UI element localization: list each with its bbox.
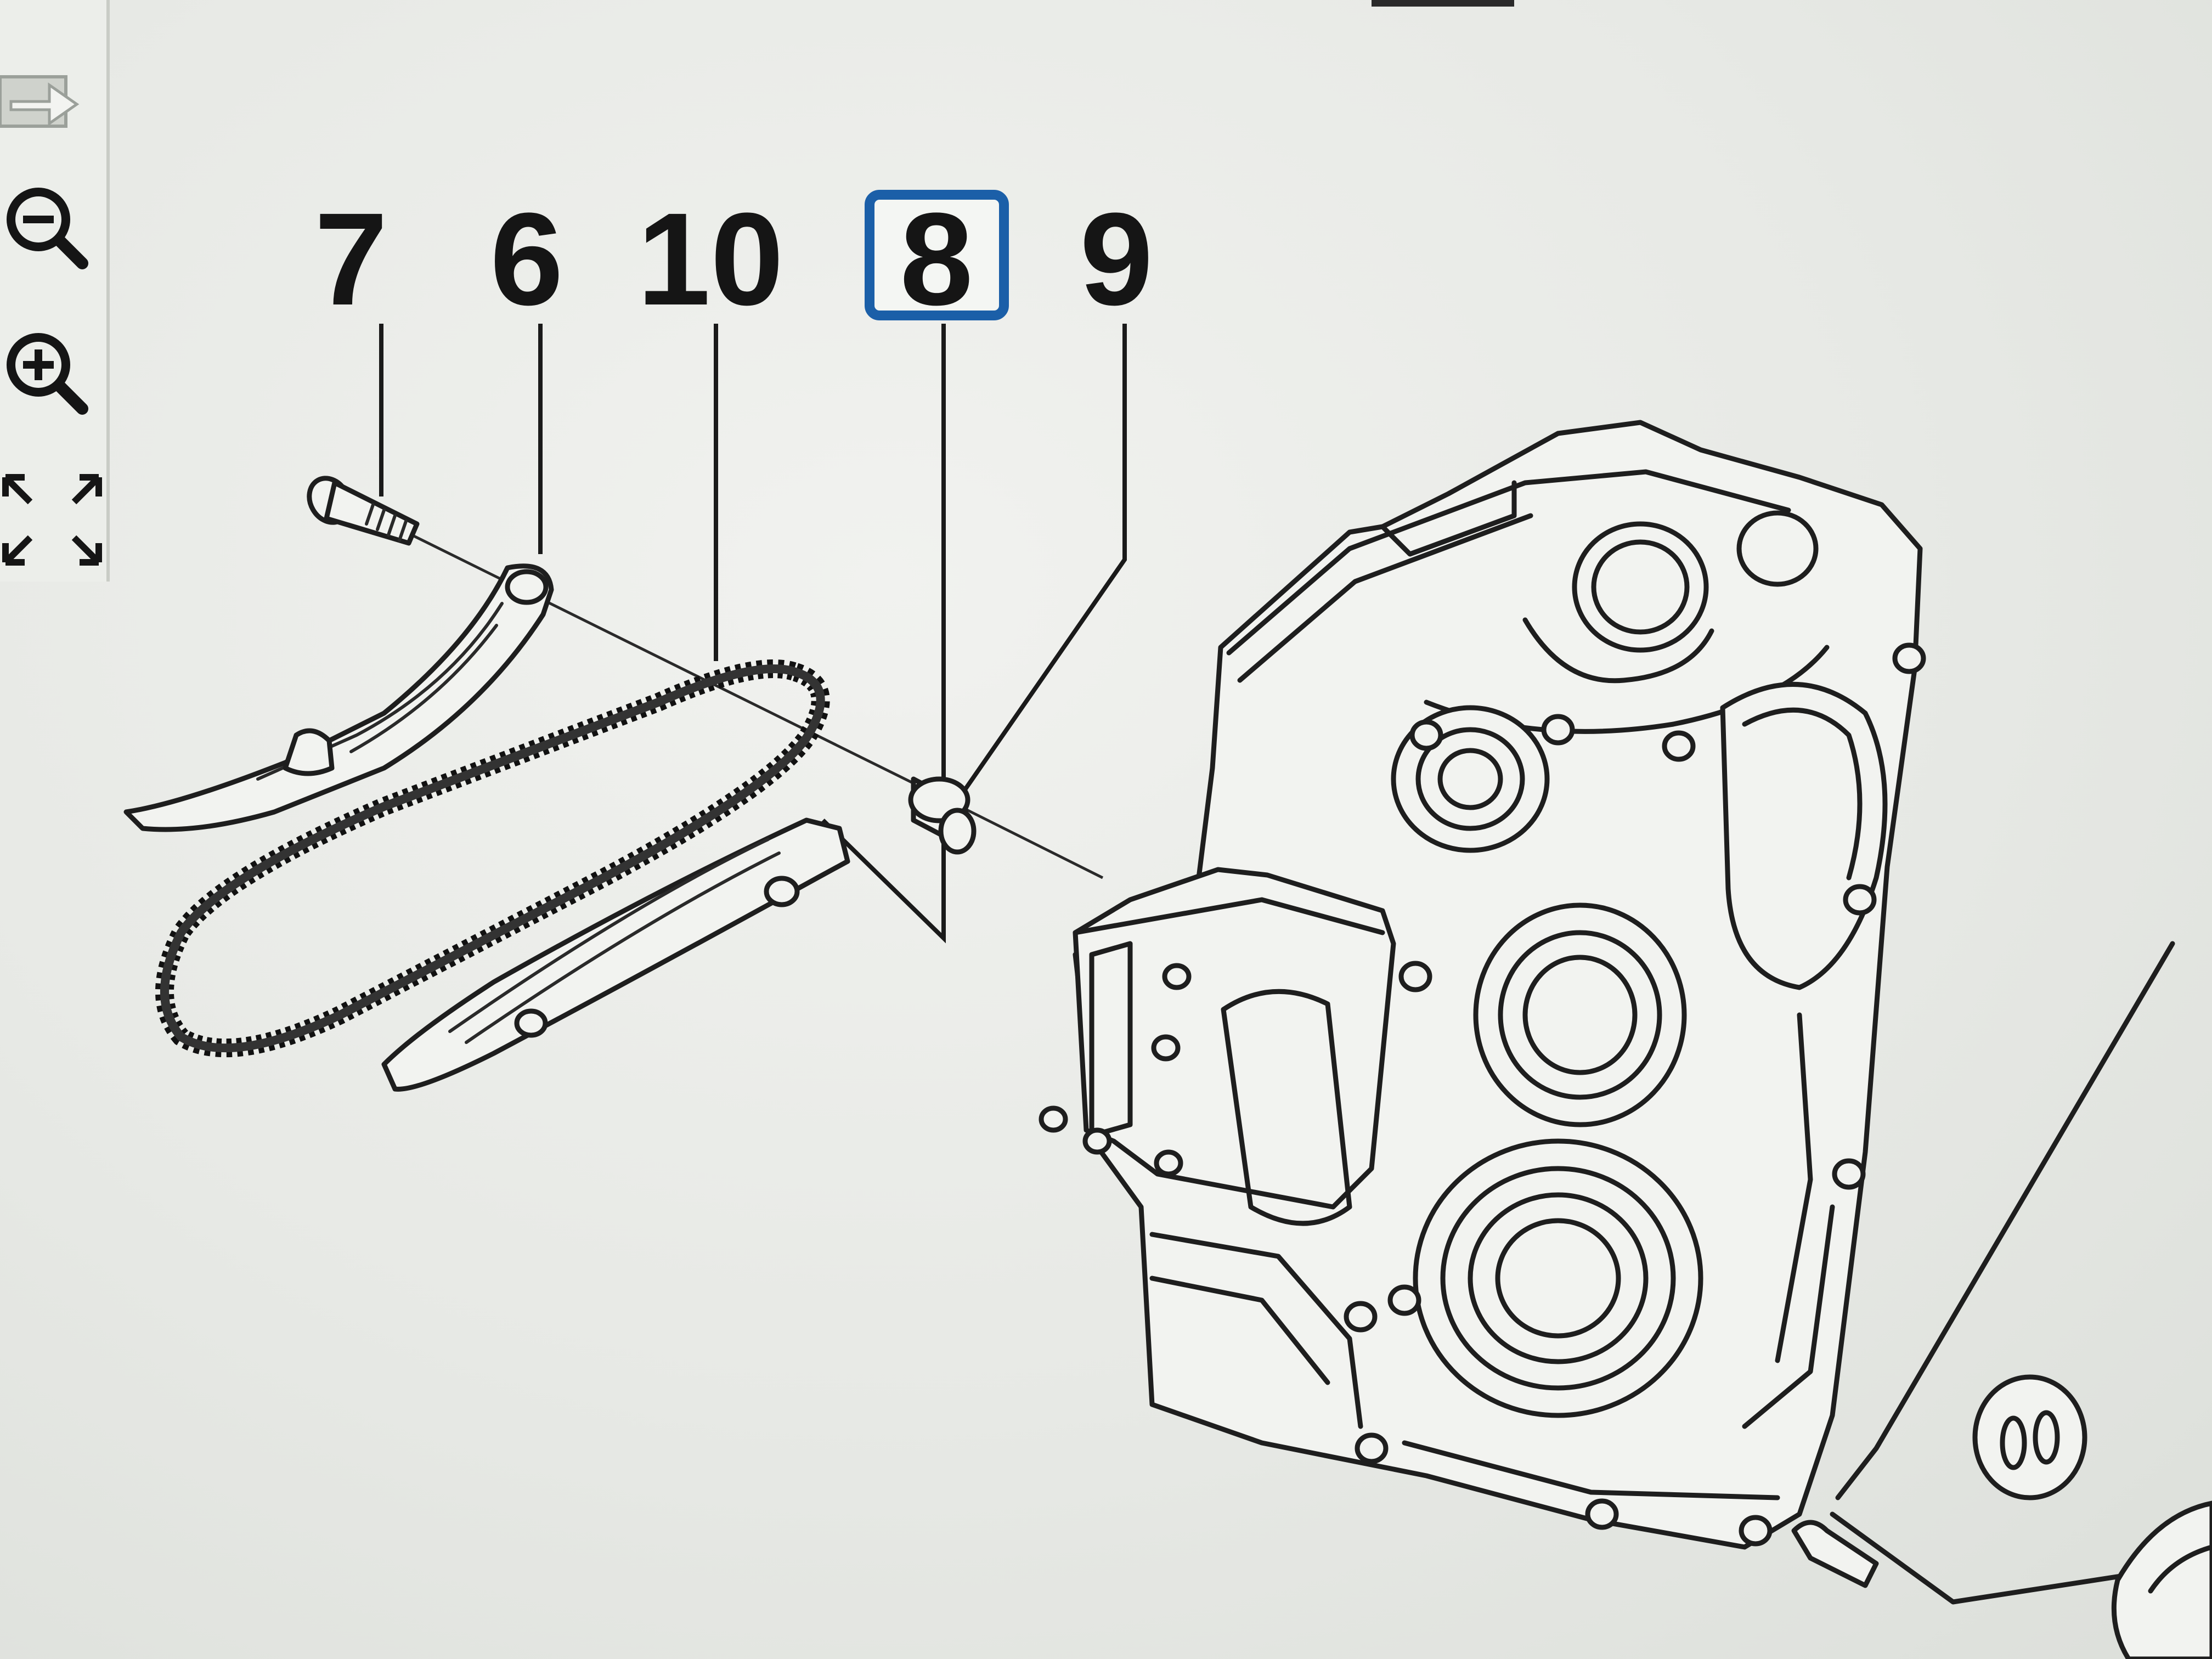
- callout-10[interactable]: 10: [637, 185, 784, 332]
- callout-6[interactable]: 6: [490, 185, 563, 332]
- export-icon: [0, 75, 80, 128]
- crankcase-housing[interactable]: [1039, 420, 1926, 1550]
- zoom-out-button[interactable]: [0, 154, 106, 280]
- oil-pump-parts[interactable]: [1791, 941, 2212, 1659]
- fit-to-screen-button[interactable]: [0, 444, 106, 571]
- fit-to-screen-icon: [2, 474, 102, 566]
- top-edge-fragment: [1372, 0, 1514, 7]
- leader-8: [821, 324, 946, 944]
- part-7-bolt[interactable]: [302, 471, 420, 546]
- part-9-bushing[interactable]: [908, 776, 977, 855]
- callout-7[interactable]: 7: [314, 185, 387, 332]
- callout-8-selection-frame: [865, 190, 1009, 320]
- part-6-tensioner-guide[interactable]: [123, 563, 554, 832]
- leader-9: [961, 324, 1127, 794]
- part-8-chain-guide[interactable]: [381, 817, 850, 1092]
- callout-9[interactable]: 9: [1080, 185, 1153, 332]
- callout-8[interactable]: 8: [900, 185, 973, 332]
- export-button[interactable]: [0, 11, 106, 137]
- zoom-in-button[interactable]: [0, 299, 106, 425]
- zoom-in-icon: [7, 333, 88, 415]
- zoom-out-icon: [7, 188, 88, 269]
- leader-lines: [379, 324, 1127, 944]
- part-10-timing-chain[interactable]: [155, 659, 830, 1058]
- viewer-toolbar: [0, 0, 110, 582]
